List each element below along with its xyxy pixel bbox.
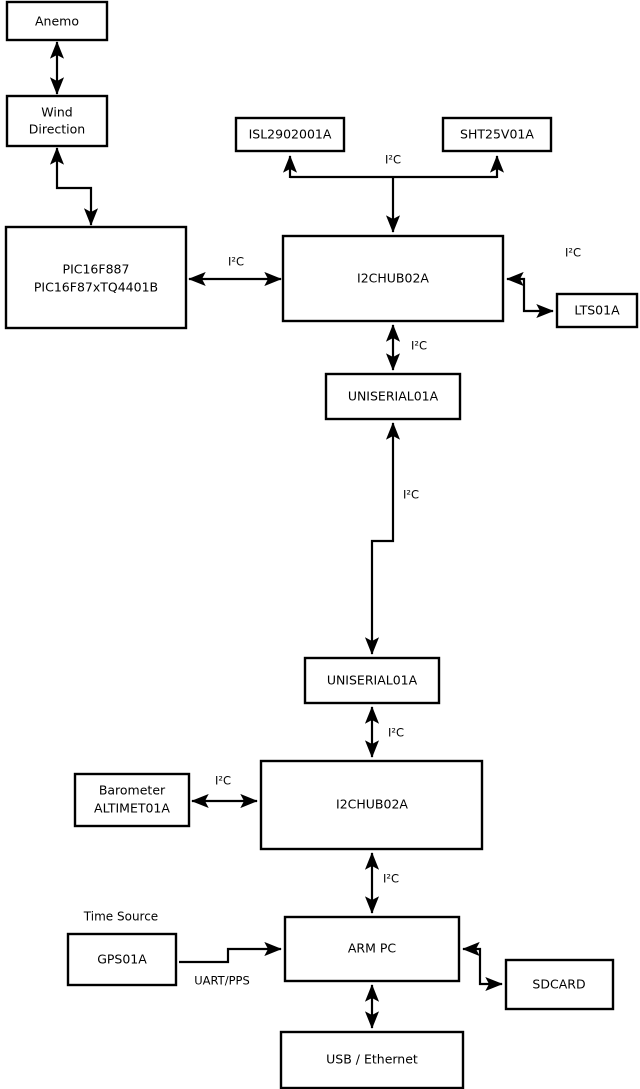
node-lts01a[interactable]: LTS01A [555,292,639,329]
edge-uniserial-bottom-hub-bottom: I²C [364,706,404,758]
edge-label-uniserial-hub: I²C [388,726,404,740]
node-barometer-altimet01a[interactable]: Barometer ALTIMET01A [73,772,191,828]
node-anemo[interactable]: Anemo [5,0,109,42]
edge-label-barometer-hub: I²C [215,774,231,788]
node-label-sdcard: SDCARD [532,977,585,992]
node-i2chub02a-bottom[interactable]: I2CHUB02A [259,759,484,851]
node-label-pic-line1: PIC16F887 [63,262,130,277]
edge-wind-pic [49,147,99,226]
edge-label-pic-hub: I²C [228,255,244,269]
edge-pic-hub-top: I²C [188,255,282,287]
node-label-uniserial01a-top: UNISERIAL01A [348,389,439,404]
node-sdcard[interactable]: SDCARD [504,958,615,1011]
node-label-isl2902001a: ISL2902001A [249,127,332,142]
node-label-i2chub02a-bottom: I2CHUB02A [336,797,408,812]
node-label-i2chub02a-top: I2CHUB02A [357,271,429,286]
edge-label-hub-armpc: I²C [383,872,399,886]
edge-barometer-hub-bottom: I²C [191,774,258,809]
edge-hub-top-sensors: I²C [282,153,505,233]
edge-label-hub-sensors: I²C [385,153,401,167]
node-pic16f887[interactable]: PIC16F887 PIC16F87xTQ4401B [4,225,188,330]
edge-label-uniserial-uniserial: I²C [403,488,419,502]
node-isl2902001a[interactable]: ISL2902001A [234,116,346,153]
edge-hub-top-lts: I²C [506,246,581,319]
edge-label-hub-uniserial: I²C [411,339,427,353]
node-sht25v01a[interactable]: SHT25V01A [441,116,553,153]
node-label-anemo: Anemo [35,14,79,29]
edge-hub-bottom-armpc: I²C [364,852,399,914]
node-label-arm-pc: ARM PC [348,941,397,956]
node-label-uniserial01a-bottom: UNISERIAL01A [327,673,418,688]
node-arm-pc[interactable]: ARM PC [283,915,461,983]
node-gps01a[interactable]: GPS01A [66,932,178,987]
node-label-gps01a: GPS01A [97,952,147,967]
node-uniserial01a-top[interactable]: UNISERIAL01A [324,372,462,421]
node-label-barometer-line1: Barometer [99,783,166,798]
edge-label-gps-armpc: UART/PPS [194,974,250,988]
edge-label-hub-lts: I²C [565,246,581,260]
label-time-source: Time Source [83,910,158,924]
node-uniserial01a-bottom[interactable]: UNISERIAL01A [303,656,441,705]
node-label-wind-direction-line2: Direction [29,122,85,137]
node-label-lts01a: LTS01A [574,303,620,318]
node-label-pic-line2: PIC16F87xTQ4401B [34,280,158,295]
node-usb-ethernet[interactable]: USB / Ethernet [279,1030,465,1089]
edge-hub-top-uniserial-top: I²C [385,324,427,371]
node-label-wind-direction-line1: Wind [41,105,72,120]
edge-gps-armpc: UART/PPS [179,941,282,988]
node-label-usb-ethernet: USB / Ethernet [326,1052,418,1067]
node-i2chub02a-top[interactable]: I2CHUB02A [281,234,505,323]
edge-uniserial-top-bottom: I²C [364,422,419,655]
node-label-sht25v01a: SHT25V01A [460,127,534,142]
node-wind-direction[interactable]: Wind Direction [5,94,109,148]
node-label-barometer-line2: ALTIMET01A [94,801,170,816]
edge-armpc-sdcard [462,941,503,992]
